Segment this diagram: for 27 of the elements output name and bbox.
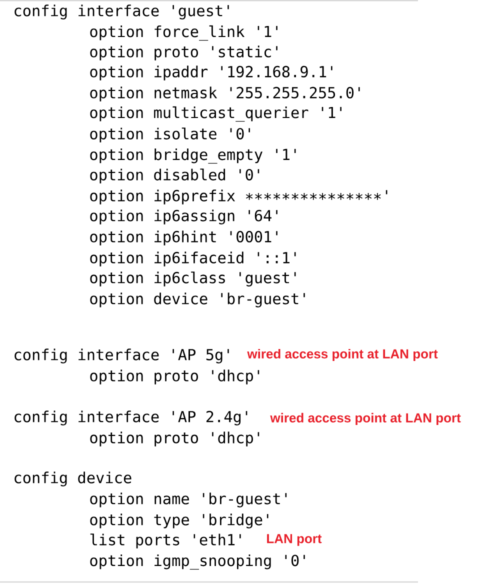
code-line: config interface 'guest' [14, 4, 229, 20]
code-line: option ip6hint '0001' [90, 230, 278, 246]
code-line: option proto 'dhcp' [90, 370, 260, 384]
code-line: option proto 'static' [90, 46, 278, 60]
code-line: option proto 'dhcp' [90, 432, 260, 446]
code-line: option ip6prefix ∗∗∗∗∗∗∗∗∗∗∗∗∗∗∗' [90, 190, 388, 204]
code-line: option name 'br-guest' [90, 492, 287, 508]
code-line: option device 'br-guest' [90, 292, 305, 308]
code-line: option force_link '1' [90, 25, 278, 41]
code-line: option ip6class 'guest' [90, 272, 296, 286]
code-line: option disabled '0' [90, 168, 260, 184]
annotation: wired access point at LAN port [270, 412, 461, 426]
code-line: option ip6ifaceid '::1' [90, 252, 296, 266]
code-line: option isolate '0' [90, 128, 250, 142]
code-line: config interface 'AP 2.4g' [14, 410, 248, 426]
annotation: wired access point at LAN port [247, 348, 438, 362]
code-line: list ports 'eth1' [90, 534, 241, 548]
annotation: LAN port [267, 534, 322, 546]
code-line: option igmp_snooping '0' [90, 554, 305, 570]
code-line: config interface 'AP 5g' [14, 348, 229, 364]
code-line: option multicast_querier '1' [90, 106, 342, 122]
code-line: config device [14, 472, 132, 486]
code-line: option type 'bridge' [90, 514, 268, 528]
code-line: option ip6assign '64' [90, 210, 278, 224]
code-line: option bridge_empty '1' [90, 148, 296, 164]
code-line: option ipaddr '192.168.9.1' [90, 66, 332, 80]
code-line: option netmask '255.255.255.0' [90, 86, 360, 102]
